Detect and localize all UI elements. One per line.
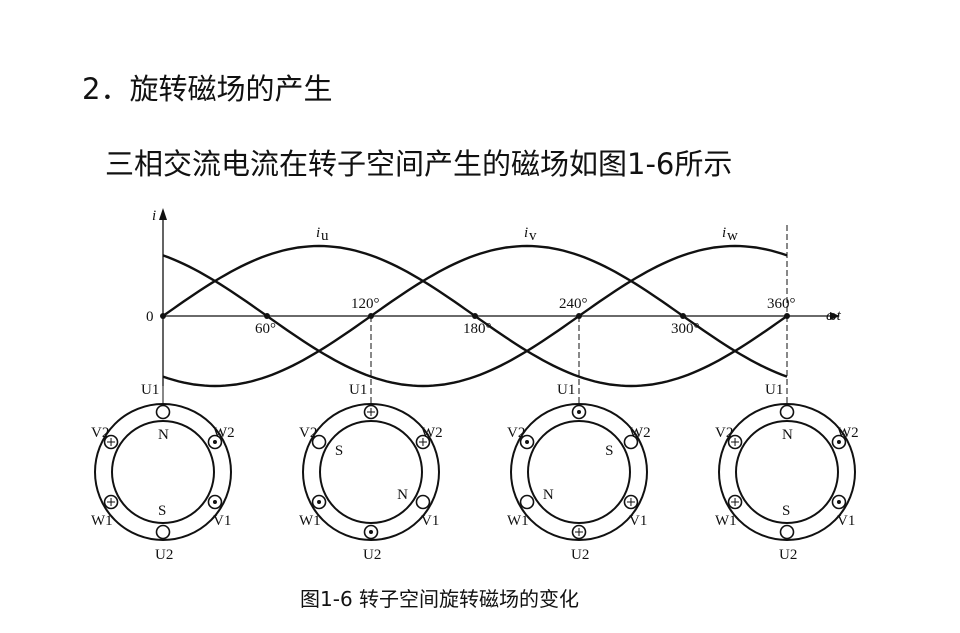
current-out-dot-icon xyxy=(212,500,217,504)
zero-crossing-dot xyxy=(680,313,686,319)
pole-N: N xyxy=(782,427,793,443)
curve-label-iw: i xyxy=(722,225,726,241)
slot-U2-empty-icon xyxy=(779,524,795,540)
pole-S: S xyxy=(158,503,166,519)
curve-label-sub-iu: u xyxy=(321,228,329,244)
y-axis-arrow-icon xyxy=(159,208,167,220)
origin-dot xyxy=(160,313,166,319)
current-out-dot-icon xyxy=(577,410,581,414)
slot-V2-empty-icon xyxy=(311,434,327,450)
stator-inner xyxy=(319,420,423,524)
tick-label-60: 60° xyxy=(255,321,276,337)
stator-outer xyxy=(510,403,648,541)
terminal-label-U1: U1 xyxy=(557,382,575,398)
stator-inner xyxy=(111,420,215,524)
terminal-label-W1: W1 xyxy=(507,513,529,529)
subheading: 三相交流电流在转子空间产生的磁场如图1-6所示 xyxy=(105,147,733,181)
terminal-label-W2: W2 xyxy=(837,425,859,441)
terminal-label-U2: U2 xyxy=(571,547,589,563)
terminal-label-W1: W1 xyxy=(715,513,737,529)
terminal-label-W2: W2 xyxy=(421,425,443,441)
slot-V1-empty-icon xyxy=(415,494,431,510)
terminal-label-U2: U2 xyxy=(779,547,797,563)
current-out-dot-icon xyxy=(836,440,841,444)
slot-W1-empty-icon xyxy=(519,494,535,510)
tick-label-180: 180° xyxy=(463,321,492,337)
tick-label-360: 360° xyxy=(767,296,796,312)
x-axis-label: ωt xyxy=(826,308,842,324)
pole-N: N xyxy=(543,487,554,503)
terminal-label-U2: U2 xyxy=(155,547,173,563)
terminal-label-V1: V1 xyxy=(213,513,231,529)
terminal-label-W1: W1 xyxy=(299,513,321,529)
curve-label-iu: i xyxy=(316,225,320,241)
x-axis-arrow-icon xyxy=(830,312,840,320)
terminal-label-V2: V2 xyxy=(299,425,317,441)
stator-outer xyxy=(718,403,856,541)
stator-inner xyxy=(735,420,839,524)
tick-label-120: 120° xyxy=(351,296,380,312)
current-in-cross-icon xyxy=(107,498,116,506)
terminal-label-W1: W1 xyxy=(91,513,113,529)
terminal-label-W2: W2 xyxy=(629,425,651,441)
origin-label: 0 xyxy=(146,309,154,325)
current-in-cross-icon xyxy=(418,438,427,446)
terminal-label-V2: V2 xyxy=(91,425,109,441)
current-out-dot-icon xyxy=(212,440,217,444)
stator-outer xyxy=(94,403,232,541)
tick-label-300: 300° xyxy=(671,321,700,337)
terminal-label-U1: U1 xyxy=(349,382,367,398)
current-in-cross-icon xyxy=(367,408,375,416)
terminal-label-W2: W2 xyxy=(213,425,235,441)
stator-outer xyxy=(302,403,440,541)
terminal-label-U1: U1 xyxy=(765,382,783,398)
terminal-label-U2: U2 xyxy=(363,547,381,563)
curve-label-iv: i xyxy=(524,225,528,241)
current-in-cross-icon xyxy=(575,528,583,536)
current-in-cross-icon xyxy=(731,498,740,506)
curve-label-sub-iv: v xyxy=(529,228,537,244)
zero-crossing-dot xyxy=(264,313,270,319)
slot-U1-empty-icon xyxy=(779,404,795,420)
slot-U1-empty-icon xyxy=(155,404,171,420)
terminal-label-U1: U1 xyxy=(141,382,159,398)
figure-caption: 图1-6 转子空间旋转磁场的变化 xyxy=(300,587,580,611)
y-axis-label: i xyxy=(152,208,156,224)
slot-U2-empty-icon xyxy=(155,524,171,540)
current-out-dot-icon xyxy=(369,530,373,534)
pole-S: S xyxy=(782,503,790,519)
current-in-cross-icon xyxy=(107,438,116,446)
current-in-cross-icon xyxy=(731,438,740,446)
current-out-dot-icon xyxy=(836,500,841,504)
terminal-label-V2: V2 xyxy=(507,425,525,441)
pole-S: S xyxy=(335,443,343,459)
terminal-label-V1: V1 xyxy=(629,513,647,529)
pole-N: N xyxy=(397,487,408,503)
pole-N: N xyxy=(158,427,169,443)
current-in-cross-icon xyxy=(626,498,635,506)
terminal-label-V1: V1 xyxy=(837,513,855,529)
curve-label-sub-iw: w xyxy=(727,228,738,244)
pole-S: S xyxy=(605,443,613,459)
heading: 2．旋转磁场的产生 xyxy=(82,72,333,106)
current-out-dot-icon xyxy=(525,440,530,444)
terminal-label-V2: V2 xyxy=(715,425,733,441)
terminal-label-V1: V1 xyxy=(421,513,439,529)
tick-label-240: 240° xyxy=(559,296,588,312)
slot-W2-empty-icon xyxy=(623,434,639,450)
stator-inner xyxy=(527,420,631,524)
zero-crossing-dot xyxy=(472,313,478,319)
current-out-dot-icon xyxy=(317,500,322,504)
